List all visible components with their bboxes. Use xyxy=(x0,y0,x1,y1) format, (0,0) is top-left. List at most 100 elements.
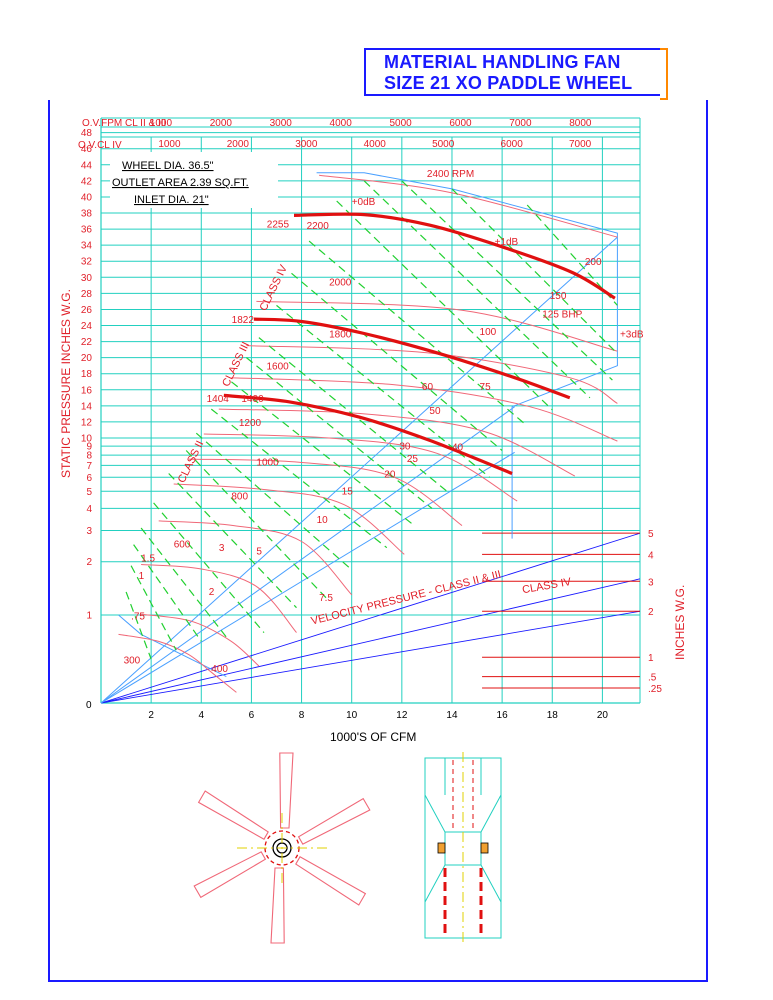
spec-wheel-dia: WHEEL DIA. 36.5" xyxy=(122,160,214,172)
rpm-curve-label: 1400 xyxy=(241,394,264,405)
ovfpm-2-3-tick: 2000 xyxy=(210,118,233,129)
x-tick-label: 20 xyxy=(597,710,609,721)
bhp-line xyxy=(363,180,591,399)
ovfpm-4-tick: 5000 xyxy=(432,139,455,150)
paddle-blade xyxy=(270,867,285,944)
bhp-label: 3 xyxy=(219,543,225,554)
ovfpm-2-3-tick: 6000 xyxy=(449,118,472,129)
x-tick-label: 14 xyxy=(446,710,458,721)
origin-label: 0 xyxy=(86,700,92,711)
bhp-label: .75 xyxy=(131,611,145,622)
y-tick-label: 20 xyxy=(81,353,93,364)
max-rpm-curve xyxy=(223,393,513,475)
rpm-curve-label: 800 xyxy=(231,491,248,502)
rpm-curve-label: 2200 xyxy=(307,221,330,232)
rpm-curve-label: 2000 xyxy=(329,277,352,288)
ovfpm-4-tick: 7000 xyxy=(569,139,592,150)
y-tick-label: 18 xyxy=(81,369,93,380)
y-tick-label: 24 xyxy=(81,321,93,332)
paddle-blade xyxy=(297,797,371,845)
y-tick-label: 16 xyxy=(81,385,93,396)
bhp-line xyxy=(195,432,353,571)
velocity-class4-label: CLASS IV xyxy=(521,576,573,597)
chart-title-line1: MATERIAL HANDLING FAN xyxy=(384,52,621,72)
x-axis-label: 1000'S OF CFM xyxy=(330,730,416,744)
bhp-line xyxy=(125,591,152,660)
ovfpm-4-tick: 6000 xyxy=(501,139,524,150)
y-tick-label: 6 xyxy=(86,473,92,484)
section-setscrew-left xyxy=(437,842,446,854)
db-label: +3dB xyxy=(620,330,644,341)
bhp-label: 150 xyxy=(550,291,567,302)
y-tick-label: 40 xyxy=(81,192,93,203)
ovfpm-2-3-tick: 7000 xyxy=(509,118,532,129)
ovfpm-2-3-tick: 3000 xyxy=(270,118,293,129)
y-tick-label: 9 xyxy=(86,442,92,453)
rpm-curve xyxy=(188,458,463,527)
spec-inlet-dia: INLET DIA. 21" xyxy=(134,194,209,206)
y-tick-label: 8 xyxy=(86,451,92,462)
bhp-line xyxy=(401,180,613,381)
rpm-curve-label: 1600 xyxy=(266,362,289,373)
vp-scale-label: 1 xyxy=(648,653,654,664)
max-rpm-curve xyxy=(293,212,616,300)
y-tick-label: 5 xyxy=(86,487,92,498)
vp-scale-label: 2 xyxy=(648,607,654,618)
class-line xyxy=(100,406,515,704)
rpm-curve-label: 2400 RPM xyxy=(427,169,474,180)
y-tick-label: 22 xyxy=(81,337,93,348)
bhp-label: 7.5 xyxy=(319,593,333,604)
y2-axis-label: INCHES W.G. xyxy=(673,585,687,660)
y-tick-label: 38 xyxy=(81,209,93,220)
bhp-label: 2 xyxy=(209,587,215,598)
class-line xyxy=(100,236,618,704)
velocity-pressure-line xyxy=(100,532,641,704)
vp-scale-label: .25 xyxy=(648,684,662,695)
paddle-wheel-drawing xyxy=(193,752,371,944)
section-setscrew-right xyxy=(480,842,489,854)
ovfpm-4-tick: 4000 xyxy=(364,139,387,150)
velocity-pressure-line xyxy=(100,610,641,704)
ovfpm-2-3-label: O.V.FPM CL II & III xyxy=(82,118,166,129)
bhp-label: 1.5 xyxy=(141,554,155,565)
bhp-line xyxy=(153,502,265,633)
max-rpm-label: 1404 xyxy=(207,394,230,405)
ovfpm-4-tick: 2000 xyxy=(227,139,250,150)
paddle-blade xyxy=(197,790,269,840)
spec-outlet-area: OUTLET AREA 2.39 SQ.FT. xyxy=(112,177,249,189)
vp-scale-label: 5 xyxy=(648,529,654,540)
bhp-label: 50 xyxy=(429,406,441,417)
y-tick-label: 28 xyxy=(81,289,93,300)
bhp-label: 25 xyxy=(407,454,419,465)
max-rpm-label: 1822 xyxy=(232,315,255,326)
x-tick-label: 6 xyxy=(249,710,255,721)
bhp-label: 30 xyxy=(399,442,411,453)
rpm-curve xyxy=(256,300,618,352)
vp-scale-label: 4 xyxy=(648,550,654,561)
db-label: +0dB xyxy=(352,197,376,208)
y-tick-label: 32 xyxy=(81,257,93,268)
ovfpm-4-tick: 3000 xyxy=(295,139,318,150)
chart-marks xyxy=(100,172,641,704)
rpm-curve xyxy=(203,433,518,502)
bhp-label: 15 xyxy=(342,486,354,497)
bhp-label: 10 xyxy=(317,515,329,526)
bhp-label: 200 xyxy=(585,257,602,268)
y-tick-label: 4 xyxy=(86,504,92,515)
bhp-label: 125 BHP xyxy=(542,309,582,320)
bhp-line xyxy=(308,240,528,427)
rpm-curve xyxy=(231,377,618,442)
rpm-curve-label: 1800 xyxy=(329,330,352,341)
rpm-curve xyxy=(141,564,297,633)
y-tick-label: 36 xyxy=(81,225,93,236)
bhp-line xyxy=(291,272,503,451)
bhp-line xyxy=(210,408,388,549)
class-line-label: CLASS III xyxy=(220,340,252,389)
y-tick-label: 10 xyxy=(81,434,93,445)
bhp-line xyxy=(140,527,227,638)
bhp-line xyxy=(130,565,177,651)
bhp-line xyxy=(168,473,297,609)
bhp-line xyxy=(246,357,433,509)
x-tick-label: 10 xyxy=(346,710,358,721)
